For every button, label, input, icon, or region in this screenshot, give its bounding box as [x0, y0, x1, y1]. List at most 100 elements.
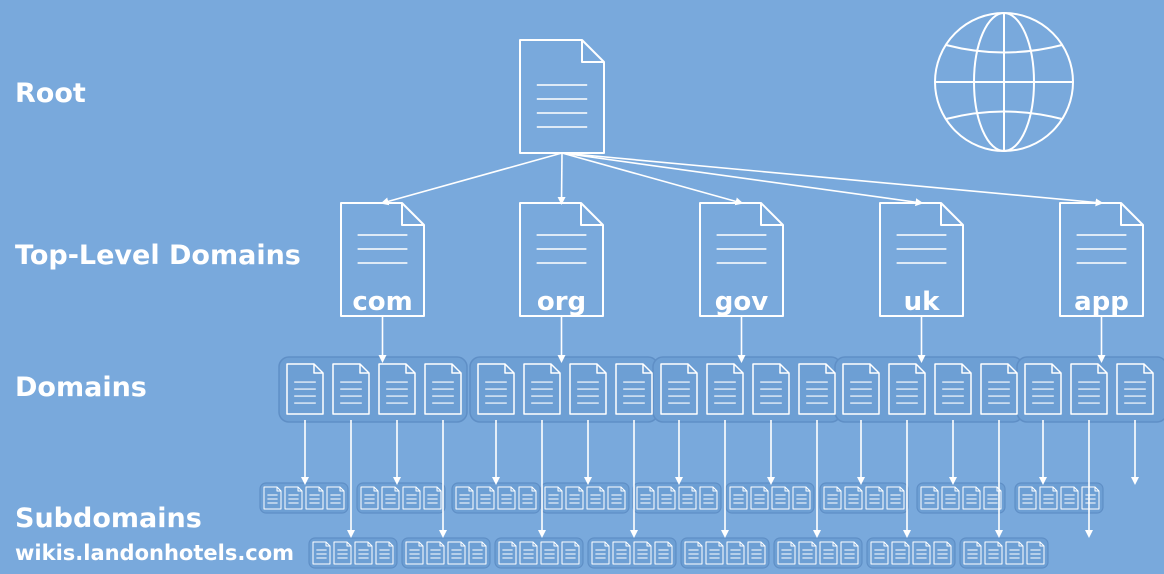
subdomain-document-icon	[1039, 486, 1058, 510]
subdomain-document-icon	[771, 486, 790, 510]
subdomain-document-icon	[792, 486, 811, 510]
tld-document-icon	[699, 202, 784, 317]
domain-group	[278, 356, 468, 423]
subdomain-group	[308, 537, 398, 569]
subdomain-document-icon	[375, 541, 394, 565]
subdomain-document-icon	[518, 486, 537, 510]
subdomain-document-icon	[705, 541, 724, 565]
subdomain-document-icon	[886, 486, 905, 510]
subdomain-document-icon	[920, 486, 939, 510]
domain-document-icon	[706, 363, 744, 415]
subdomain-document-icon	[405, 541, 424, 565]
subdomain-document-icon	[455, 486, 474, 510]
domain-document-icon	[660, 363, 698, 415]
subdomain-document-icon	[498, 541, 517, 565]
subdomain-document-icon	[891, 541, 910, 565]
tld-document-icon	[1059, 202, 1144, 317]
subdomain-document-icon	[312, 541, 331, 565]
domain-document-icon	[980, 363, 1018, 415]
subdomain-document-icon	[591, 541, 610, 565]
root-to-tld-arrow	[557, 152, 566, 205]
subdomain-document-icon	[381, 486, 400, 510]
domain-document-icon	[1024, 363, 1062, 415]
subdomain-document-icon	[678, 486, 697, 510]
subdomain-group	[494, 537, 584, 569]
subdomain-document-icon	[750, 486, 769, 510]
subdomain-document-icon	[657, 486, 676, 510]
domain-document-icon	[378, 363, 416, 415]
root-level-label: Root	[15, 78, 86, 109]
globe-icon	[934, 12, 1074, 152]
subdomain-document-icon	[941, 486, 960, 510]
tld-label-org: org	[537, 287, 586, 317]
domain-document-icon	[934, 363, 972, 415]
root-document-icon	[519, 39, 605, 154]
subdomain-document-icon	[326, 486, 345, 510]
subdomain-document-icon	[354, 541, 373, 565]
subdomain-document-icon	[798, 541, 817, 565]
domain-document-icon	[752, 363, 790, 415]
subdomain-document-icon	[284, 486, 303, 510]
domain-document-icon	[798, 363, 836, 415]
subdomain-document-icon	[1026, 541, 1045, 565]
domain-document-icon	[842, 363, 880, 415]
subdomain-group	[401, 537, 491, 569]
subdomain-group	[959, 537, 1049, 569]
subdomain-document-icon	[823, 486, 842, 510]
subdomain-group	[916, 482, 1006, 514]
root-to-tld-arrow	[561, 152, 1104, 207]
subdomain-group	[680, 537, 770, 569]
subdomain-group	[356, 482, 446, 514]
subdomain-document-icon	[983, 486, 1002, 510]
subdomain-document-icon	[497, 486, 516, 510]
root-to-tld-arrow	[380, 152, 563, 206]
subdomain-document-icon	[963, 541, 982, 565]
subdomain-document-icon	[1060, 486, 1079, 510]
subdomains-label: Subdomains	[15, 503, 202, 534]
subdomain-document-icon	[840, 541, 859, 565]
subdomain-group	[1014, 482, 1104, 514]
subdomain-document-icon	[402, 486, 421, 510]
subdomain-document-icon	[607, 486, 626, 510]
subdomain-document-icon	[865, 486, 884, 510]
subdomain-document-icon	[447, 541, 466, 565]
subdomain-document-icon	[476, 486, 495, 510]
tld-label-gov: gov	[715, 287, 768, 317]
subdomain-document-icon	[684, 541, 703, 565]
domain-document-icon	[286, 363, 324, 415]
tld-document-icon	[340, 202, 425, 317]
subdomain-document-icon	[333, 541, 352, 565]
tld-label-com: com	[352, 287, 412, 317]
subdomain-document-icon	[726, 541, 745, 565]
subdomain-group	[866, 537, 956, 569]
subdomain-group	[587, 537, 677, 569]
tld-label-uk: uk	[904, 287, 941, 317]
subdomain-document-icon	[870, 541, 889, 565]
tld-document-icon	[879, 202, 964, 317]
subdomain-document-icon	[699, 486, 718, 510]
subdomain-document-icon	[561, 541, 580, 565]
subdomain-document-icon	[468, 541, 487, 565]
domain-document-icon	[523, 363, 561, 415]
subdomain-document-icon	[612, 541, 631, 565]
tld-label-app: app	[1074, 287, 1129, 317]
subdomain-group	[773, 537, 863, 569]
top-level-domains-label: Top-Level Domains	[15, 240, 301, 271]
domain-document-icon	[569, 363, 607, 415]
subdomain-document-icon	[933, 541, 952, 565]
root-to-tld-arrow	[561, 152, 924, 207]
subdomain-document-icon	[540, 541, 559, 565]
root-to-tld-arrow	[561, 152, 744, 206]
example-subdomain-label: wikis.landonhotels.com	[15, 541, 295, 565]
subdomain-document-icon	[777, 541, 796, 565]
subdomain-document-icon	[636, 486, 655, 510]
domain-document-icon	[477, 363, 515, 415]
subdomain-document-icon	[565, 486, 584, 510]
subdomain-document-icon	[1005, 541, 1024, 565]
subdomain-document-icon	[654, 541, 673, 565]
subdomain-document-icon	[263, 486, 282, 510]
domain-document-icon	[332, 363, 370, 415]
subdomain-document-icon	[962, 486, 981, 510]
subdomain-document-icon	[586, 486, 605, 510]
